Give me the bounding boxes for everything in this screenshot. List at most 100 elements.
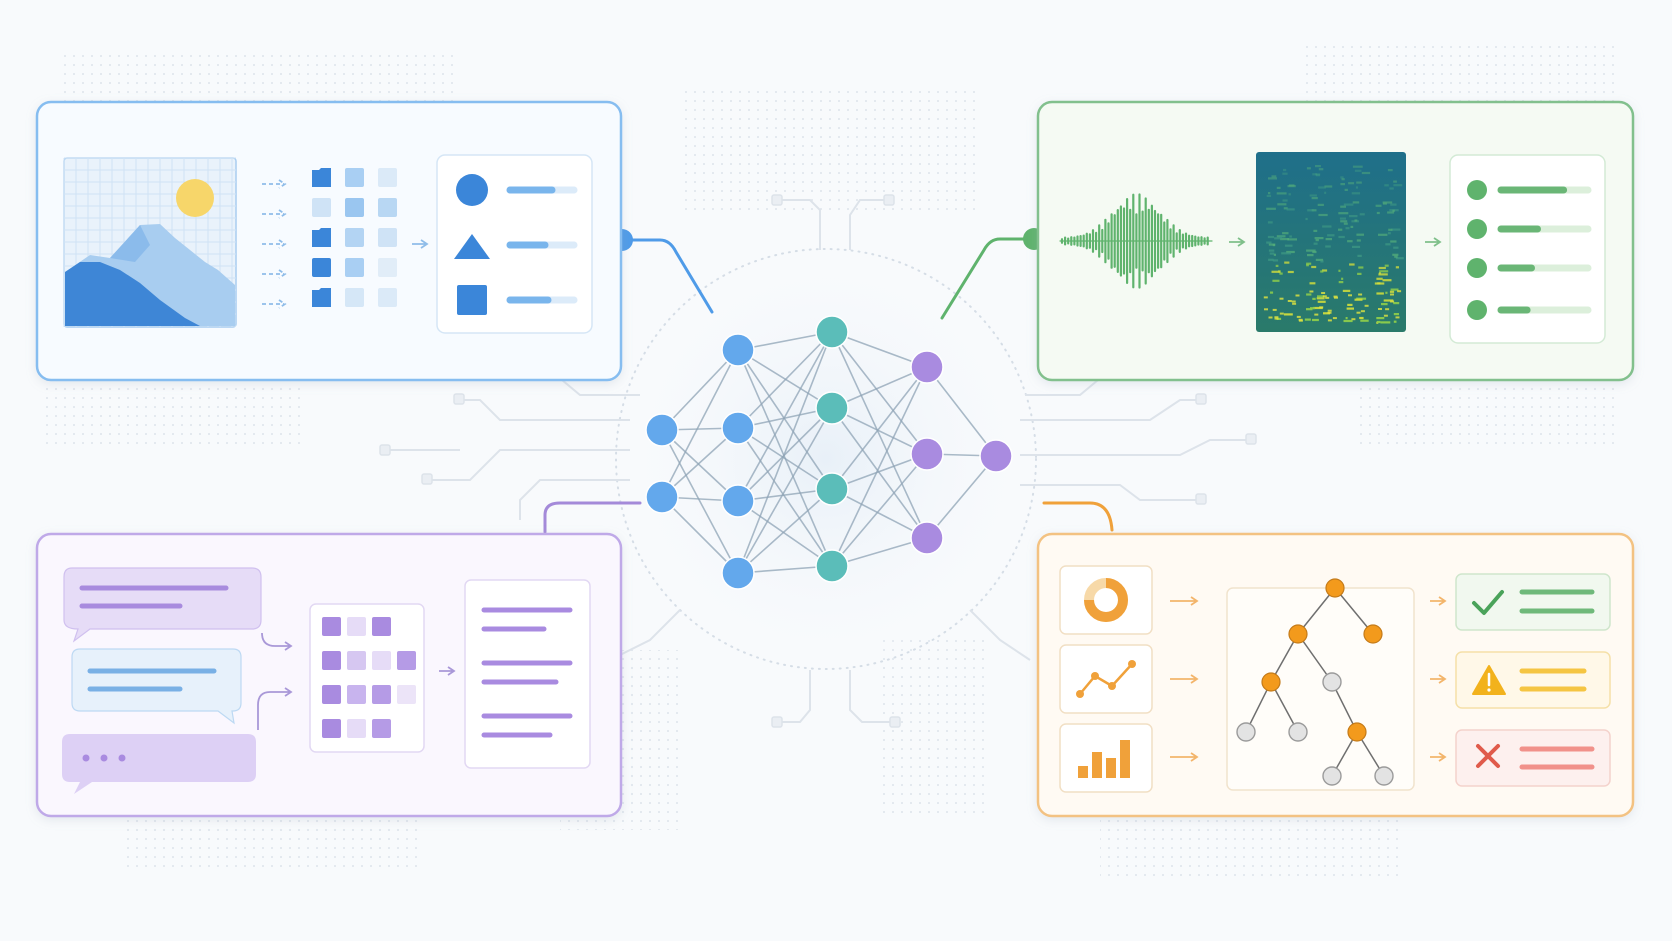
network-edge [831, 331, 928, 539]
token-grid-card [309, 603, 425, 753]
network-node [645, 413, 679, 447]
line-chart-card [1059, 644, 1153, 714]
vision-panel [35, 100, 623, 382]
audio-panel [1036, 100, 1635, 382]
network-node [721, 333, 755, 367]
audio-score-bars [1467, 180, 1592, 320]
error-result-card [1455, 729, 1611, 787]
waveform-icon [1059, 193, 1213, 289]
network-node [910, 437, 944, 471]
spectrogram-icon [1256, 152, 1406, 332]
token-cell [347, 617, 366, 636]
chat-bubble-reply-icon [71, 648, 242, 725]
tabular-panel [1036, 532, 1635, 818]
network-node [815, 472, 849, 506]
donut-chart-icon [1084, 578, 1128, 622]
network-edge [737, 331, 833, 429]
token-cell [372, 685, 391, 704]
chat-bubble-icon [63, 567, 262, 643]
network-edge [737, 407, 833, 574]
network-edge [831, 407, 928, 539]
network-edge [831, 407, 928, 455]
circuit-pads [379, 194, 1257, 728]
success-result-card [1455, 573, 1611, 631]
image-patch [378, 228, 397, 247]
network-edge [661, 349, 739, 498]
network-node [721, 556, 755, 590]
class-dot-icon [1467, 258, 1487, 278]
network-node [815, 391, 849, 425]
panel-connectors [543, 237, 1114, 534]
network-node [721, 484, 755, 518]
token-cell [347, 685, 366, 704]
network-edge [926, 455, 997, 539]
network-nodes [645, 315, 1013, 590]
image-patch [312, 198, 331, 217]
patch-arrows [262, 179, 429, 309]
token-cell [397, 651, 416, 670]
typing-bubble-icon [62, 734, 256, 794]
network-edge [831, 331, 928, 368]
decision-tree-card [1226, 587, 1415, 791]
token-embedding-grid [322, 617, 416, 738]
class-dot-icon [1467, 219, 1487, 239]
bar-chart-icon [1078, 740, 1130, 778]
network-edge [661, 427, 739, 498]
network-edge [831, 453, 928, 490]
token-cell [397, 685, 416, 704]
network-node [721, 411, 755, 445]
network-boundary-ring [615, 248, 1037, 670]
text-panel [35, 532, 623, 818]
image-patch-grid [312, 168, 397, 307]
network-edge [661, 496, 739, 574]
network-glow [606, 239, 1046, 679]
network-edge [831, 366, 928, 567]
network-edge [737, 349, 833, 490]
network-node [910, 521, 944, 555]
network-edge [661, 349, 739, 431]
network-edge [737, 427, 833, 490]
cross-icon [1476, 744, 1500, 768]
text-output-lines [481, 607, 573, 738]
triangle-shape-icon [454, 234, 490, 259]
network-node [815, 315, 849, 349]
network-node [645, 480, 679, 514]
image-patch [345, 228, 364, 247]
image-patch [378, 288, 397, 307]
image-patch [345, 168, 364, 187]
network-edge [831, 453, 928, 567]
audio-output-card [1449, 154, 1606, 344]
warning-lines [1519, 668, 1587, 692]
network-edge [926, 366, 997, 457]
token-cell [322, 617, 341, 636]
image-icon [63, 157, 237, 328]
tabular-arrows [1170, 596, 1447, 762]
token-cell [372, 617, 391, 636]
image-patch [312, 288, 331, 307]
decision-tree-icon [1236, 578, 1394, 786]
square-shape-icon [457, 285, 487, 315]
network-edge [737, 500, 833, 567]
warning-result-card [1455, 651, 1611, 709]
image-patch [312, 168, 331, 187]
sun-icon [176, 179, 214, 217]
network-node [979, 439, 1013, 473]
token-cell [322, 719, 341, 738]
success-lines [1519, 589, 1595, 614]
donut-chart-card [1059, 565, 1153, 635]
image-patch [345, 258, 364, 277]
class-dot-icon [1467, 300, 1487, 320]
error-lines [1519, 746, 1595, 770]
network-edge [737, 488, 833, 574]
text-arrows [257, 632, 456, 730]
network-edge [737, 427, 833, 567]
audio-arrows [1229, 237, 1442, 247]
check-icon [1472, 590, 1504, 615]
image-patch [345, 198, 364, 217]
token-cell [347, 719, 366, 738]
line-chart-icon [1076, 660, 1136, 698]
token-cell [322, 651, 341, 670]
network-edge [831, 488, 928, 539]
network-edge [661, 429, 739, 502]
